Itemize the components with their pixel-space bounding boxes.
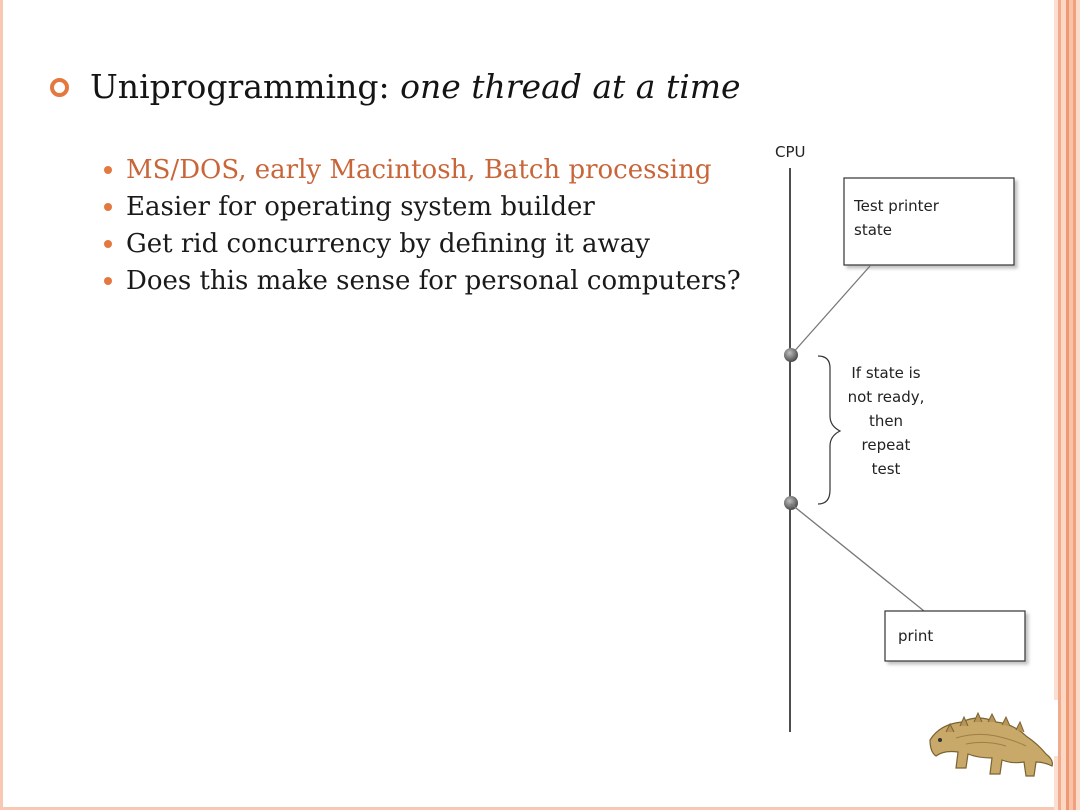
sub-bullet-text: MS/DOS, early Macintosh, Batch processin…	[126, 155, 712, 185]
note-line-2: not ready,	[848, 388, 925, 406]
note-line-3: then	[869, 412, 903, 430]
sub-bullet-text: Get rid concurrency by defining it away	[126, 229, 650, 259]
bottom-border	[0, 807, 1080, 810]
connector-line-print	[790, 503, 925, 612]
dot-bullet-icon	[104, 166, 112, 174]
test-printer-box	[843, 177, 1015, 266]
dot-bullet-icon	[104, 277, 112, 285]
print-label: print	[898, 627, 933, 645]
test-printer-label: Test printer	[853, 197, 940, 215]
left-border	[0, 0, 3, 810]
test-printer-label-2: state	[854, 221, 892, 239]
print-box	[884, 610, 1026, 662]
sub-bullet-item: Easier for operating system builder	[104, 191, 766, 223]
sub-bullet-item: Get rid concurrency by defining it away	[104, 228, 766, 260]
circle-bullet-icon	[50, 78, 69, 97]
cpu-timeline-diagram: CPU Test printer state	[730, 120, 1060, 760]
note-line-5: test	[872, 460, 901, 478]
sub-bullet-text: Easier for operating system builder	[126, 192, 595, 222]
dot-bullet-icon	[104, 240, 112, 248]
right-stripe-decoration	[1054, 0, 1080, 810]
slide-content: Uniprogramming: one thread at a time MS/…	[46, 66, 746, 302]
heading-prefix: Uniprogramming:	[90, 67, 390, 106]
note-line-1: If state is	[851, 364, 920, 382]
sub-bullet-item: MS/DOS, early Macintosh, Batch processin…	[104, 154, 766, 186]
dot-bullet-icon	[104, 203, 112, 211]
sub-bullet-text: Does this make sense for personal comput…	[126, 266, 741, 296]
note-line-4: repeat	[862, 436, 911, 454]
heading-emphasis: one thread at a time	[400, 67, 741, 106]
curly-brace-icon	[817, 355, 842, 505]
main-bullet: Uniprogramming: one thread at a time	[46, 66, 746, 108]
sub-bullet-list: MS/DOS, early Macintosh, Batch processin…	[46, 154, 766, 297]
timeline-point-top	[784, 348, 798, 362]
sub-bullet-item: Does this make sense for personal comput…	[104, 265, 766, 297]
connector-line-test	[790, 265, 871, 356]
cpu-label: CPU	[775, 143, 806, 161]
dinosaur-icon	[926, 700, 1058, 785]
